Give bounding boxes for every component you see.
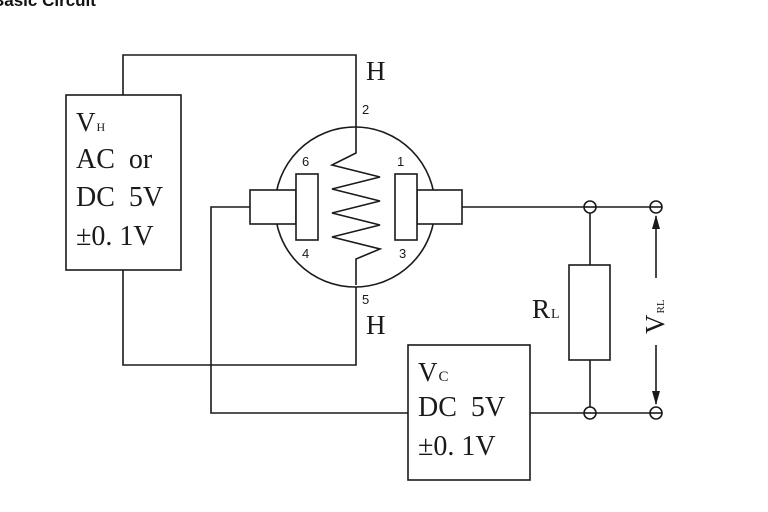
pin-1-label: 1 xyxy=(397,154,404,169)
vh-line-3: ±0. 1V xyxy=(76,221,154,252)
heater-wire-bottom xyxy=(122,270,357,366)
pin-3-label: 3 xyxy=(399,246,406,261)
load-resistor xyxy=(568,264,611,361)
vc-line-2: ±0. 1V xyxy=(418,431,496,462)
vh-line-2: DC 5V xyxy=(76,182,163,213)
terminals xyxy=(583,200,663,420)
pin-5-label: 5 xyxy=(362,292,369,307)
rl-label: RL xyxy=(532,294,560,324)
sensor-electrode-left-tab xyxy=(249,189,297,225)
circuit-supply-box xyxy=(407,344,531,481)
output-voltage-arrow xyxy=(652,215,660,405)
pin-6-label: 6 xyxy=(302,154,309,169)
heater-terminal-bottom-label: H xyxy=(366,310,386,340)
heater-coil xyxy=(329,127,383,285)
arrow-up-icon xyxy=(652,215,660,229)
vc-line-1: DC 5V xyxy=(418,392,505,423)
sensor-electrode-left xyxy=(295,173,319,241)
diagram-heading: Basic Circuit xyxy=(0,0,96,10)
gas-sensor xyxy=(249,126,463,288)
vh-line-1: AC or xyxy=(76,144,153,175)
wire-pin4-to-vc xyxy=(210,206,408,414)
heater-supply-box xyxy=(65,94,182,271)
vrl-label: VRL xyxy=(640,299,670,334)
pin-2-label: 2 xyxy=(362,102,369,117)
heater-terminal-top-label: H xyxy=(366,56,386,86)
vc-label: VC xyxy=(418,357,449,387)
pin-4-label: 4 xyxy=(302,246,309,261)
arrow-down-icon xyxy=(652,391,660,405)
vh-label: VH xyxy=(76,107,106,137)
heater-wire-top xyxy=(122,54,357,127)
heater-wires xyxy=(122,54,357,366)
sensor-electrode-right xyxy=(394,173,418,241)
sensor-electrode-right-tab xyxy=(416,189,463,225)
